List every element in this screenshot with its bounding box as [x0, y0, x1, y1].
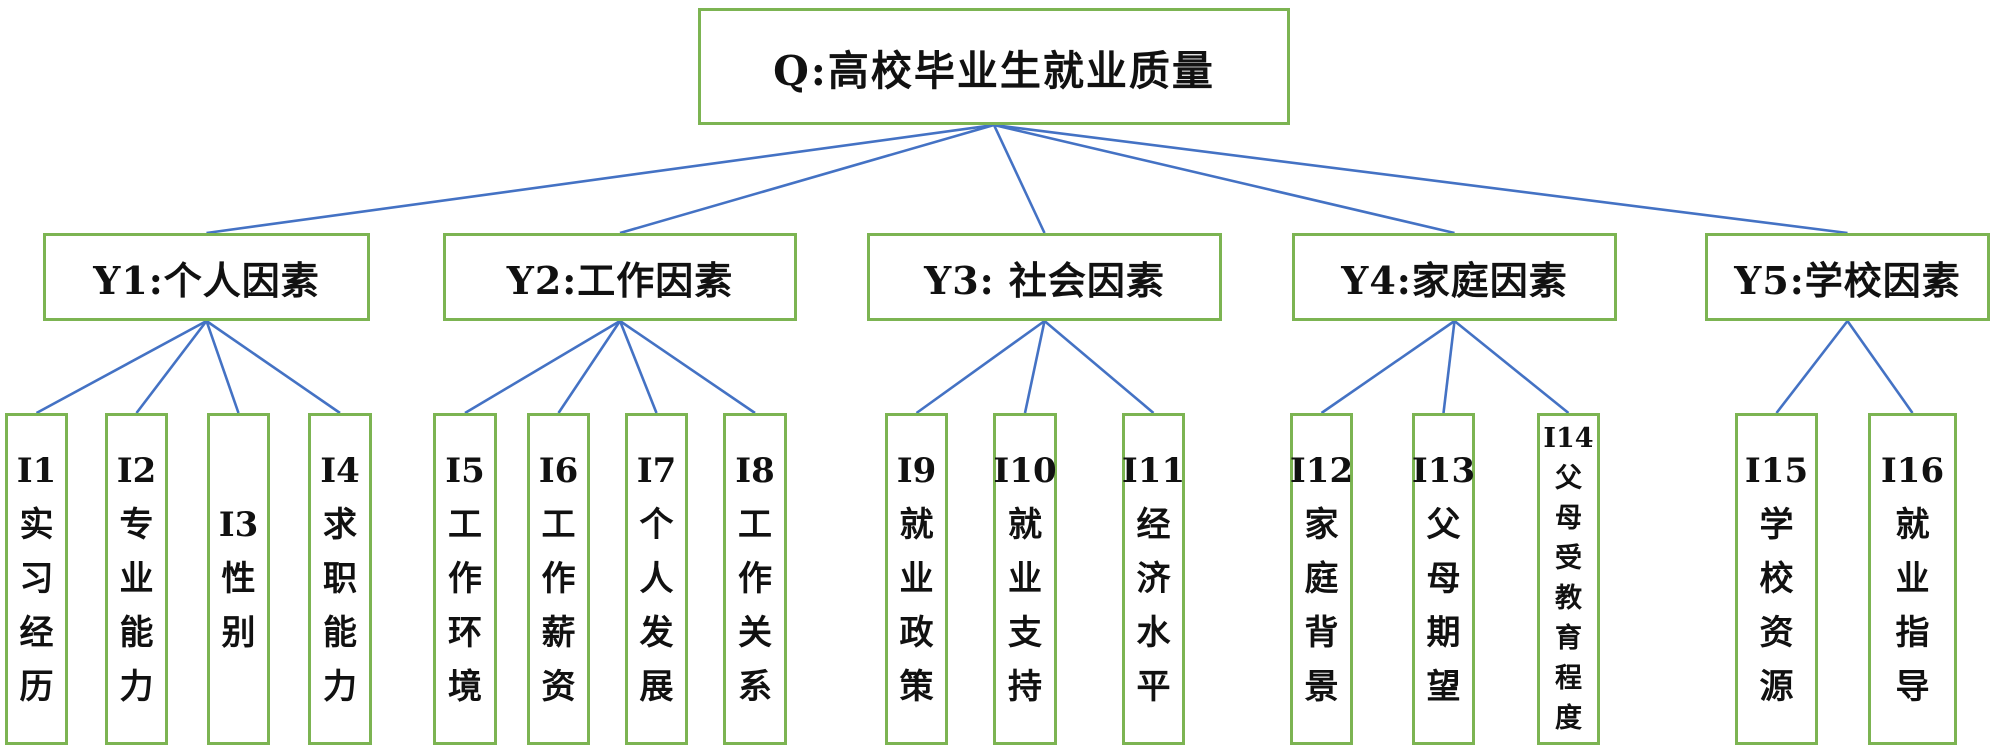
connector-line — [557, 320, 622, 414]
leaf-node-label: 性 别 — [221, 559, 256, 653]
leaf-node-code: I1 — [16, 451, 57, 491]
connector-line — [1775, 320, 1849, 414]
connector-line — [35, 319, 208, 415]
connector-line — [619, 319, 756, 415]
leaf-node-label: 学 校 资 源 — [1759, 505, 1794, 707]
connector-line — [205, 320, 240, 414]
leaf-node-i6-work-salary: I6 工 作 薪 资 — [527, 413, 590, 745]
leaf-node-i8-work-relations: I8 工 作 关 系 — [723, 413, 787, 745]
leaf-node-i3-gender: I3 性 别 — [207, 413, 270, 745]
leaf-node-label: 专 业 能 力 — [119, 505, 154, 707]
leaf-node-code: I14 — [1543, 423, 1594, 454]
leaf-node-code: I4 — [320, 451, 360, 491]
connector-line — [205, 319, 341, 415]
leaf-node-label: 父 母 期 望 — [1426, 505, 1461, 707]
group-node-label: Y5:学校因素 — [1734, 257, 1961, 303]
connector-line — [1320, 319, 1456, 415]
leaf-node-label: 个 人 发 展 — [639, 505, 674, 707]
leaf-node-label: 就 业 政 策 — [899, 505, 934, 707]
group-node-work-factors: Y2:工作因素 — [443, 233, 797, 321]
leaf-node-label: 求 职 能 力 — [323, 505, 357, 707]
leaf-node-code: I9 — [896, 451, 937, 491]
group-node-label: Y2:工作因素 — [506, 257, 734, 303]
connector-line — [915, 319, 1046, 415]
leaf-node-code: I8 — [735, 451, 775, 491]
leaf-node-i11-economic-level: I11 经 济 水 平 — [1122, 413, 1185, 745]
connector-line — [1846, 320, 1914, 414]
leaf-node-code: I5 — [445, 451, 485, 491]
leaf-node-label: 实 习 经 历 — [19, 505, 54, 707]
leaf-node-i16-employment-guidance: I16 就 业 指 导 — [1868, 413, 1957, 745]
leaf-node-i14-parents-education-level: I14 父 母 受 教 育 程 度 — [1537, 413, 1600, 745]
leaf-node-label: 工 作 环 境 — [448, 505, 482, 707]
connector-line — [1043, 320, 1155, 414]
group-node-personal-factors: Y1:个人因素 — [43, 233, 370, 321]
connector-line — [619, 123, 995, 235]
connector-line — [1453, 319, 1570, 415]
leaf-node-code: I7 — [636, 451, 677, 491]
leaf-node-i5-work-environment: I5 工 作 环 境 — [433, 413, 497, 745]
leaf-node-i12-family-background: I12 家 庭 背 景 — [1290, 413, 1353, 745]
group-node-label: Y4:家庭因素 — [1341, 257, 1568, 303]
leaf-node-i9-employment-policy: I9 就 业 政 策 — [885, 413, 948, 745]
leaf-node-label: 工 作 薪 资 — [541, 505, 576, 707]
leaf-node-code: I12 — [1289, 451, 1354, 491]
leaf-node-i7-personal-development: I7 个 人 发 展 — [625, 413, 688, 745]
leaf-node-i1-internship-experience: I1 实 习 经 历 — [5, 413, 68, 745]
leaf-node-label: 经 济 水 平 — [1136, 505, 1171, 707]
leaf-node-label: 就 业 指 导 — [1895, 505, 1930, 707]
connector-line — [993, 123, 1455, 235]
connector-line — [992, 124, 1046, 234]
connector-line — [206, 123, 995, 235]
group-node-label: Y3: 社会因素 — [924, 257, 1165, 303]
connector-line — [464, 319, 621, 415]
connector-line — [993, 123, 1848, 235]
leaf-node-label: 父 母 受 教 育 程 度 — [1555, 463, 1582, 734]
leaf-node-i4-job-seeking-ability: I4 求 职 能 力 — [308, 413, 372, 745]
connector-line — [1442, 320, 1456, 414]
leaf-node-code: I6 — [538, 451, 579, 491]
connector-line — [1023, 320, 1046, 414]
connector-line — [618, 320, 658, 414]
connector-line — [135, 320, 208, 414]
leaf-node-i10-employment-support: I10 就 业 支 持 — [993, 413, 1057, 745]
root-node-label: Q:高校毕业生就业质量 — [773, 46, 1215, 95]
group-node-social-factors: Y3: 社会因素 — [867, 233, 1222, 321]
group-node-school-factors: Y5:学校因素 — [1705, 233, 1990, 321]
leaf-node-i15-school-resources: I15 学 校 资 源 — [1735, 413, 1818, 745]
leaf-node-i13-parents-expectation: I13 父 母 期 望 — [1412, 413, 1475, 745]
leaf-node-label: 工 作 关 系 — [738, 505, 772, 707]
leaf-node-i2-professional-ability: I2 专 业 能 力 — [105, 413, 168, 745]
leaf-node-code: I3 — [218, 505, 259, 545]
root-node-employment-quality: Q:高校毕业生就业质量 — [698, 8, 1290, 125]
group-node-family-factors: Y4:家庭因素 — [1292, 233, 1617, 321]
leaf-node-code: I11 — [1121, 451, 1186, 491]
leaf-node-code: I10 — [993, 451, 1057, 491]
leaf-node-code: I16 — [1880, 451, 1945, 491]
leaf-node-code: I13 — [1411, 451, 1476, 491]
leaf-node-label: 家 庭 背 景 — [1304, 505, 1339, 707]
group-node-label: Y1:个人因素 — [93, 257, 320, 303]
leaf-node-code: I15 — [1744, 451, 1809, 491]
leaf-node-label: 就 业 支 持 — [1008, 505, 1042, 707]
leaf-node-code: I2 — [116, 451, 157, 491]
